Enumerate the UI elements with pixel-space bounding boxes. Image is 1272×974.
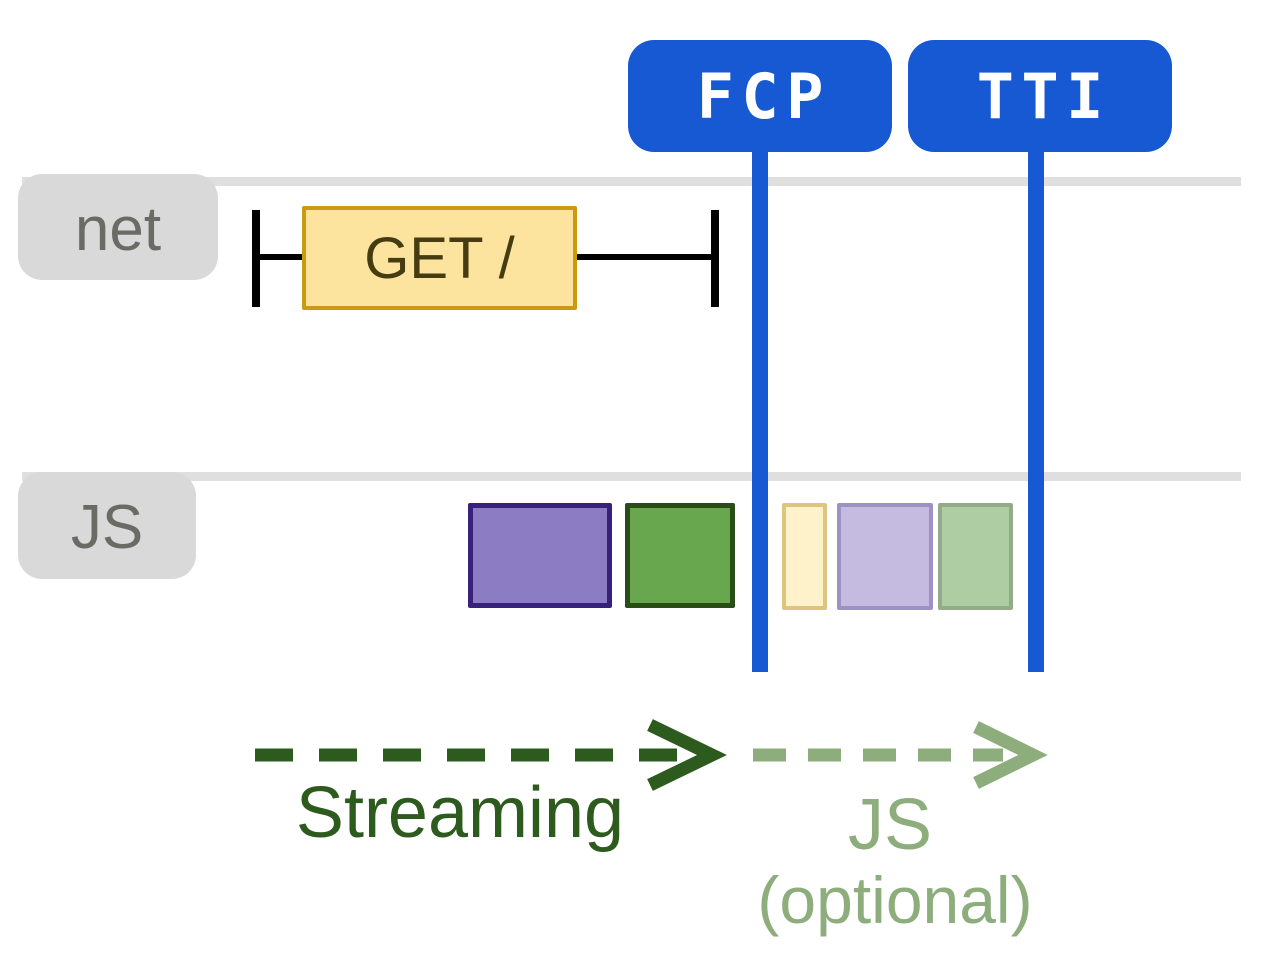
js-optional-phase-label: (optional) — [757, 863, 1033, 937]
js-chunk-yellow-faded — [782, 503, 827, 610]
streaming-phase-label: Streaming — [295, 773, 625, 853]
js-optional-arrow-icon — [753, 721, 1048, 789]
request-start-tick — [252, 210, 260, 307]
streaming-arrow-icon — [255, 719, 727, 791]
js-chunk-green-faded — [938, 503, 1013, 610]
js-track-line — [22, 472, 1241, 481]
tti-badge-label: TTI — [976, 59, 1111, 133]
tti-marker-line — [1028, 150, 1044, 672]
get-request-box: GET / — [302, 206, 577, 310]
js-chunk-purple-faded — [837, 503, 933, 610]
request-connector-left — [260, 254, 302, 260]
net-track-line — [22, 177, 1241, 186]
js-track-tab: JS — [18, 472, 196, 579]
request-connector-right — [577, 254, 711, 260]
fcp-badge-label: FCP — [696, 59, 831, 133]
js-track-label: JS — [70, 493, 144, 562]
get-request-label: GET / — [364, 225, 515, 291]
fcp-marker-line — [752, 150, 768, 672]
net-track-tab: net — [18, 174, 218, 280]
js-chunk-green — [625, 503, 735, 608]
fcp-badge: FCP — [628, 40, 892, 152]
tti-badge: TTI — [908, 40, 1172, 152]
js-phase-label: JS — [847, 785, 933, 865]
net-track-label: net — [74, 194, 162, 264]
request-end-tick — [711, 210, 719, 307]
js-chunk-purple — [468, 503, 612, 608]
